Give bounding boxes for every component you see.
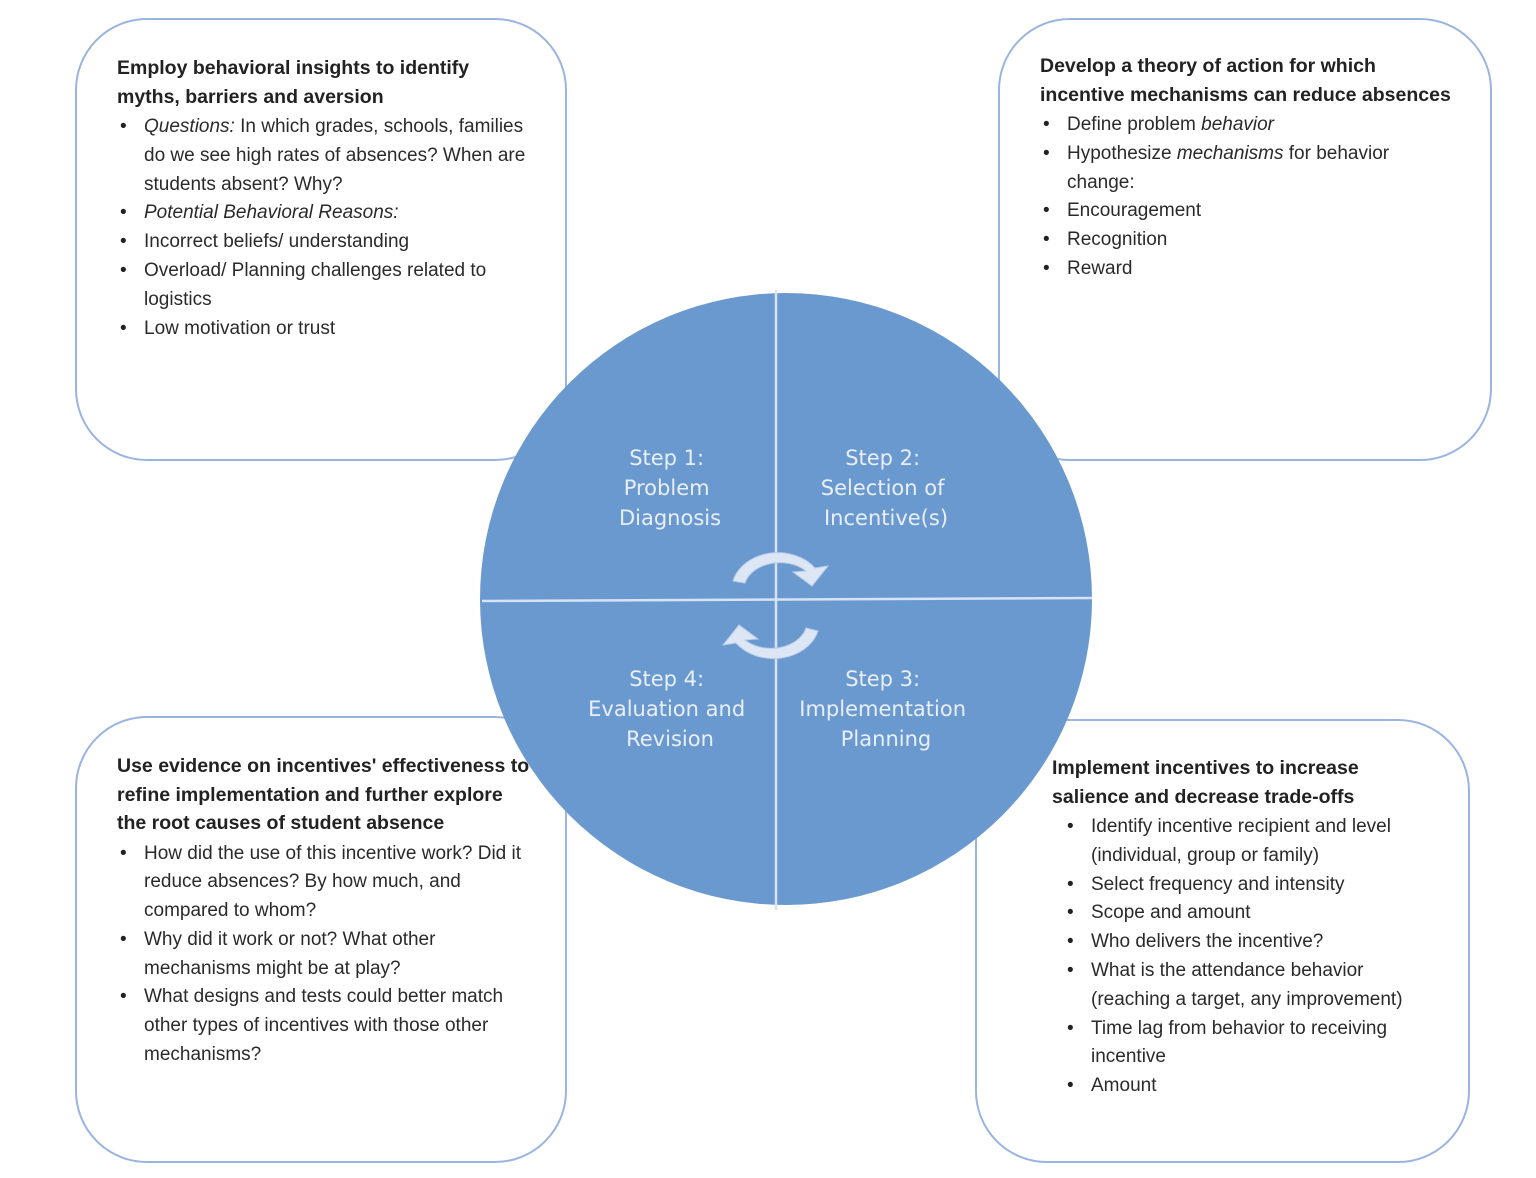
card-bullet-list: Identify incentive recipient and level (…: [1052, 813, 1438, 1101]
step-2-label: Step 2: Selection of Incentive(s): [821, 446, 951, 530]
list-item: Why did it work or not? What other mecha…: [120, 926, 535, 984]
cycle-arrow-bottom: [721, 624, 819, 660]
cycle-arrows-icon: [721, 552, 830, 660]
list-item: Time lag from behavior to receiving ince…: [1067, 1015, 1438, 1073]
list-item: Select frequency and intensity: [1067, 871, 1438, 900]
cycle-arrow-top: [732, 552, 830, 587]
card-bullet-list: How did the use of this incentive work? …: [117, 840, 535, 1070]
list-item: Identify incentive recipient and level (…: [1067, 813, 1438, 871]
list-item: Scope and amount: [1067, 899, 1438, 928]
list-item: Questions: In which grades, schools, fam…: [120, 113, 531, 199]
list-item: Amount: [1067, 1072, 1438, 1101]
card-implementation-planning: Implement incentives to increase salienc…: [975, 719, 1470, 1163]
list-item: What designs and tests could better matc…: [120, 983, 535, 1069]
card-problem-diagnosis: Employ behavioral insights to identify m…: [75, 18, 567, 461]
card-heading: Implement incentives to increase salienc…: [1052, 757, 1359, 808]
card-selection-of-incentives: Develop a theory of action for which inc…: [998, 18, 1492, 461]
card-heading: Employ behavioral insights to identify m…: [117, 57, 470, 108]
list-item: Who delivers the incentive?: [1067, 928, 1438, 957]
list-item: Recognition: [1043, 226, 1460, 255]
list-item: Potential Behavioral Reasons:: [120, 199, 531, 228]
list-item: Reward: [1043, 255, 1460, 284]
list-item: What is the attendance behavior (reachin…: [1067, 957, 1438, 1015]
list-item: Overload/ Planning challenges related to…: [120, 257, 531, 315]
list-item: Encouragement: [1043, 197, 1460, 226]
list-item: Define problem behavior: [1043, 111, 1460, 140]
list-item: Low motivation or trust: [120, 315, 531, 344]
list-item: How did the use of this incentive work? …: [120, 840, 535, 926]
step-4-label: Step 4: Evaluation and Revision: [588, 667, 752, 751]
list-item: Hypothesize mechanisms for behavior chan…: [1043, 140, 1460, 198]
card-evaluation-and-revision: Use evidence on incentives' effectivenes…: [75, 716, 567, 1163]
wheel-divider-horizontal: [481, 596, 1093, 603]
step-1-label: Step 1: Problem Diagnosis: [619, 446, 721, 530]
list-item: Incorrect beliefs/ understanding: [120, 228, 531, 257]
card-heading: Use evidence on incentives' effectivenes…: [117, 755, 530, 834]
card-bullet-list: Questions: In which grades, schools, fam…: [117, 113, 531, 343]
step-3-label: Step 3: Implementation Planning: [799, 667, 972, 751]
card-heading: Develop a theory of action for which inc…: [1040, 55, 1451, 106]
card-bullet-list: Define problem behavior Hypothesize mech…: [1040, 111, 1460, 284]
